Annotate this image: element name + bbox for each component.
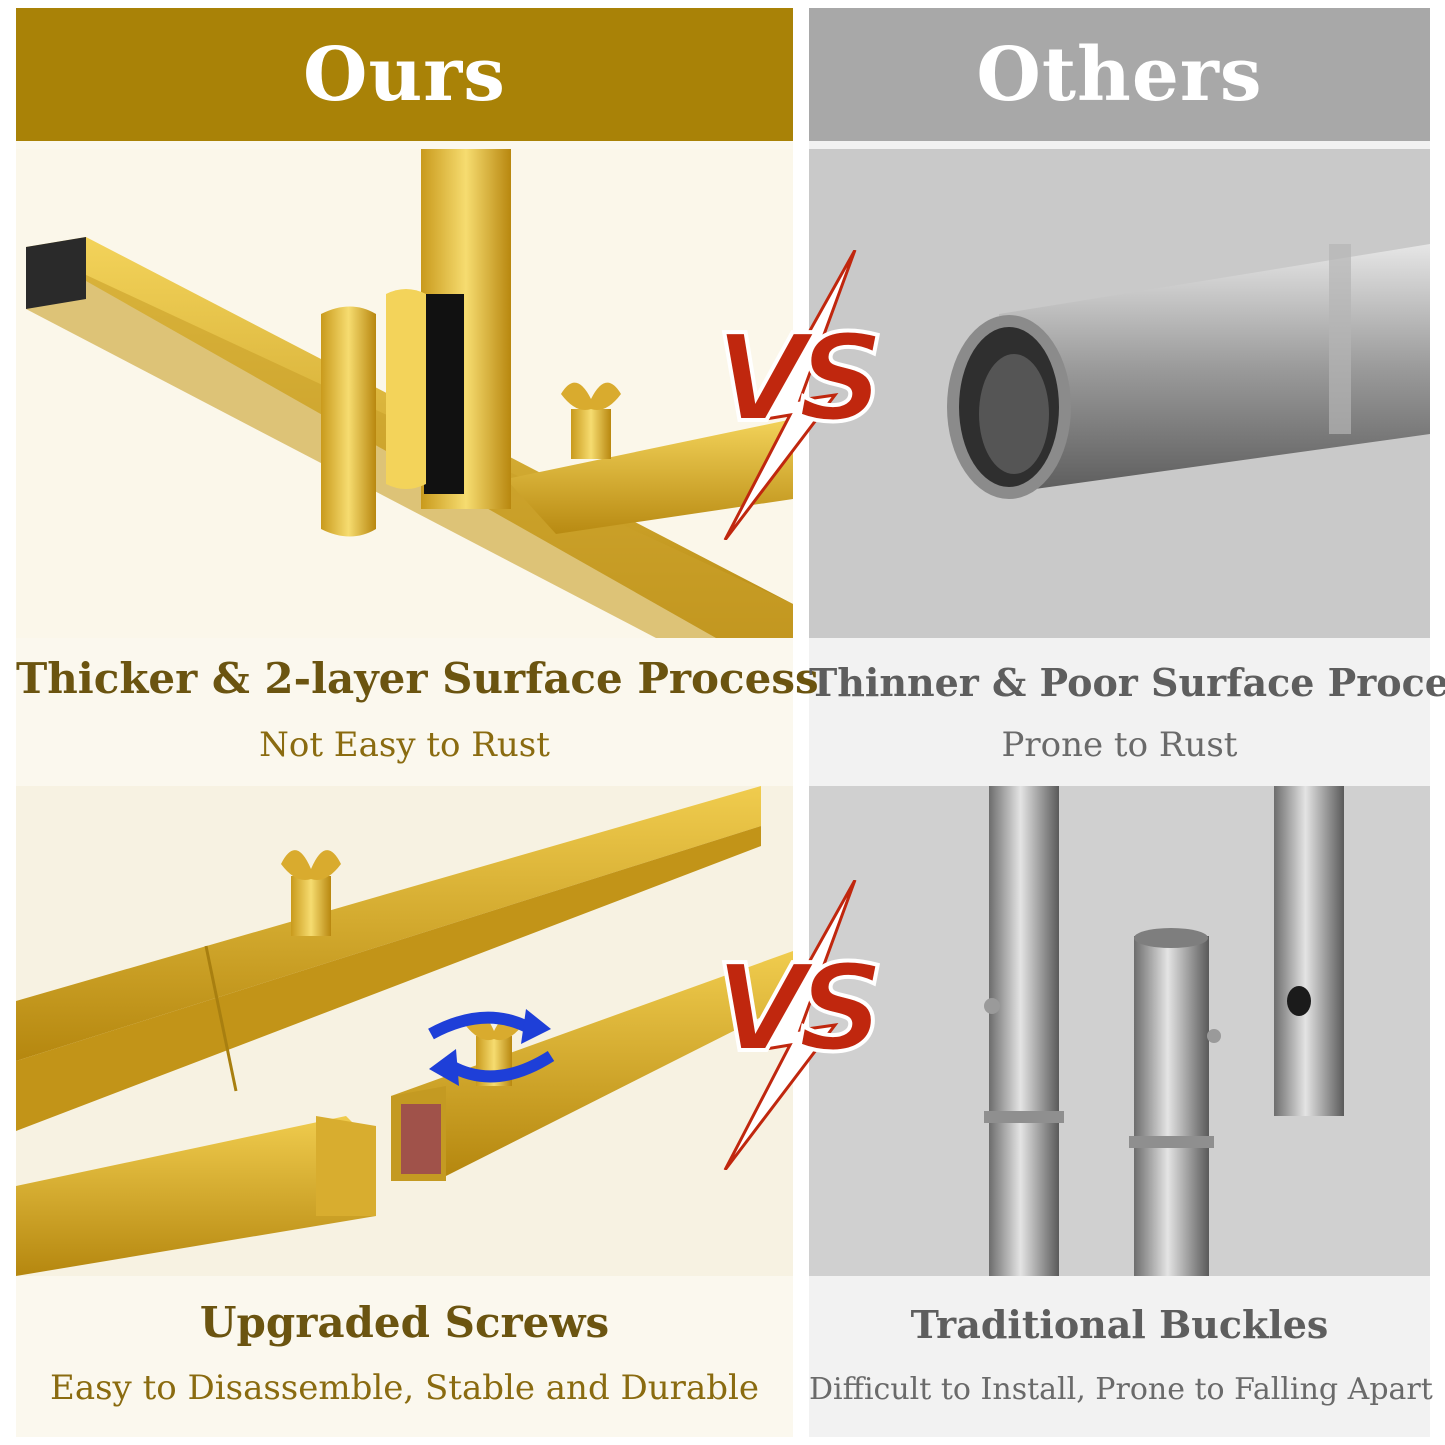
ours-base-photo bbox=[16, 149, 793, 638]
ours-screw-photo bbox=[16, 786, 793, 1276]
ours-header: Ours bbox=[16, 8, 793, 141]
lightning-icon bbox=[723, 880, 857, 1170]
others-feature1-title: Thinner & Poor Surface Process bbox=[809, 660, 1445, 705]
galvanized-pipe-illustration bbox=[947, 244, 1430, 499]
lightning-icon bbox=[723, 250, 857, 540]
ours-feature1-subtitle: Not Easy to Rust bbox=[259, 725, 550, 765]
others-pipe-photo bbox=[809, 149, 1430, 638]
others-feature2-subtitle: Difficult to Install, Prone to Falling A… bbox=[809, 1372, 1433, 1407]
others-header-label: Others bbox=[976, 31, 1263, 118]
ours-feature2-subtitle: Easy to Disassemble, Stable and Durable bbox=[50, 1368, 759, 1408]
vs-label-bottom: VS bbox=[713, 938, 886, 1081]
others-buckle-photo bbox=[809, 786, 1430, 1276]
others-header: Others bbox=[809, 8, 1430, 141]
vs-label-top: VS bbox=[713, 308, 886, 451]
pipes-buckles-illustration bbox=[984, 786, 1344, 1276]
others-feature2-title: Traditional Buckles bbox=[910, 1302, 1329, 1347]
vs-badge-top: VS bbox=[705, 250, 895, 540]
gold-base-illustration bbox=[26, 149, 793, 638]
ours-header-label: Ours bbox=[303, 31, 506, 118]
ours-feature2-title: Upgraded Screws bbox=[199, 1298, 610, 1347]
ours-feature1-title: Thicker & 2-layer Surface Process bbox=[16, 654, 819, 703]
others-feature1-subtitle: Prone to Rust bbox=[1001, 725, 1238, 765]
rotate-arrows-icon bbox=[428, 1009, 555, 1086]
gold-bars-illustration bbox=[16, 786, 793, 1276]
vs-badge-bottom: VS bbox=[705, 880, 895, 1170]
